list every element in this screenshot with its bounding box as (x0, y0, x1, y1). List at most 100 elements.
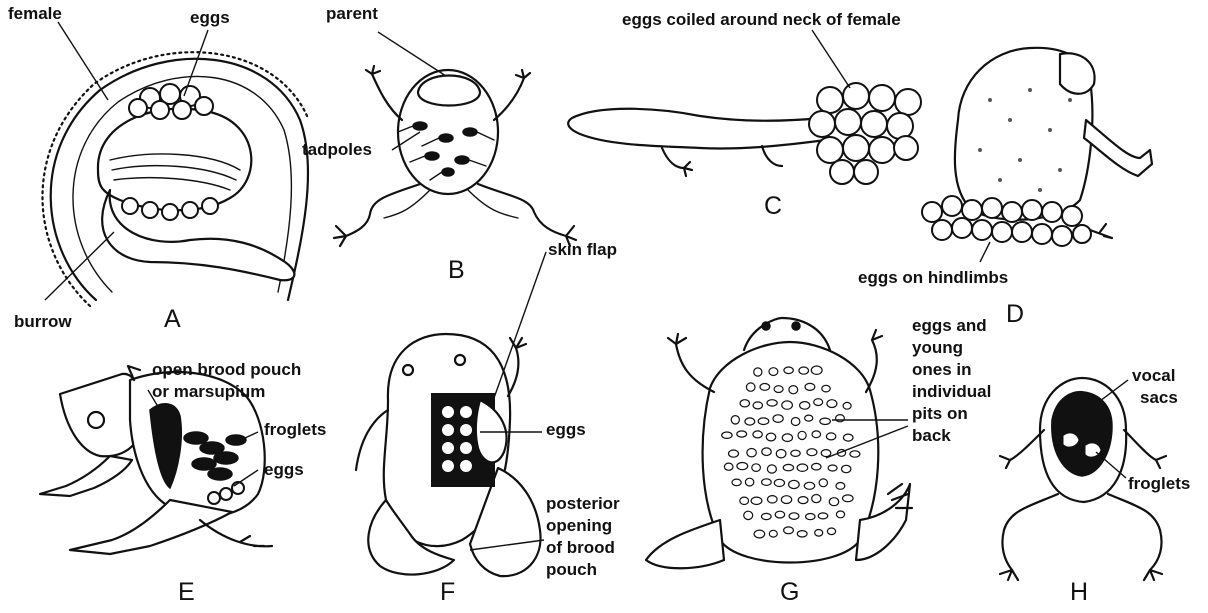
parent-leg-outline-right (468, 190, 518, 218)
label-burrow: burrow (14, 312, 72, 332)
egg-pit (774, 479, 784, 486)
salamander-body (568, 109, 826, 149)
egg-pit (781, 496, 791, 504)
label-eggs-e: eggs (264, 460, 304, 480)
egg-pit (774, 386, 783, 393)
egg-pit (782, 401, 793, 409)
egg-pit (798, 431, 806, 439)
egg-pit (784, 527, 794, 534)
egg-pit (822, 385, 830, 392)
egg-pit (746, 383, 755, 391)
label-pits-line4: individual (912, 382, 991, 402)
panel-letter-h: H (1070, 578, 1088, 607)
egg-pit (797, 464, 808, 471)
parent-frog-head (418, 76, 480, 106)
label-pits-line5: pits on (912, 404, 968, 424)
frog-h-hindlimb-left (1000, 494, 1058, 580)
label-pits-line3: ones in (912, 360, 972, 380)
egg-pit (821, 450, 831, 457)
egg-pit (767, 465, 776, 473)
egg-pit (760, 384, 770, 391)
label-skin-flap: skin flap (548, 240, 617, 260)
frog-e-eye (88, 412, 104, 428)
frog-g-hindlimb-left (646, 520, 724, 568)
egg-pit (745, 478, 753, 486)
label-eggs-a: eggs (190, 8, 230, 28)
frog-g-eye-right (792, 322, 800, 330)
female-body-coil (98, 109, 251, 211)
panel-f-drawing (356, 252, 546, 576)
frog-d-forelimb (1084, 120, 1152, 176)
egg-pit (784, 367, 793, 374)
label-pits-line1: eggs and (912, 316, 987, 336)
frog-h-forelimb-right (1124, 430, 1166, 468)
label-pits-line6: back (912, 426, 951, 446)
egg-pit (819, 479, 827, 487)
label-eggs-f: eggs (546, 420, 586, 440)
egg-pit (776, 450, 786, 458)
egg-pit (805, 383, 815, 390)
egg-pit (811, 366, 822, 374)
frog-d-hindfoot (1090, 224, 1112, 238)
egg-pit (812, 463, 821, 470)
egg-pit (783, 464, 793, 470)
egg-pit (754, 530, 765, 538)
egg-pit (818, 513, 827, 519)
salamander-hindleg (762, 146, 782, 166)
panel-letter-f: F (440, 578, 455, 607)
label-tadpoles: tadpoles (302, 140, 372, 160)
parent-leader-line (378, 32, 446, 76)
egg-pit (769, 530, 777, 537)
egg-pit (758, 418, 769, 425)
egg-pit (745, 418, 755, 425)
frog-g-forelimb-left (668, 334, 714, 392)
panel-a-drawing (42, 22, 308, 306)
frog-e-foot (200, 520, 272, 546)
egg-pit (820, 418, 831, 424)
egg-pit (762, 448, 771, 456)
egg-pit (842, 465, 851, 472)
panel-letter-d: D (1006, 300, 1024, 329)
egg-pit (805, 415, 813, 421)
eggs-neck-leader-line (812, 30, 850, 88)
egg-pit (836, 483, 845, 490)
egg-pit (843, 495, 854, 502)
egg-pit (798, 497, 808, 504)
female-leader-line (58, 22, 108, 100)
parent-hindlimb-right (478, 184, 576, 246)
egg-pit (729, 450, 739, 457)
frog-f-forelimb-right (508, 338, 526, 396)
parent-forelimb-right (494, 70, 530, 120)
label-vocal-line2: sacs (1140, 388, 1178, 408)
egg-pit (769, 368, 778, 376)
egg-pit (807, 449, 817, 456)
panel-letter-b: B (448, 256, 465, 285)
egg-pit (850, 451, 860, 457)
label-opening-line3: of brood (546, 538, 615, 558)
egg-pit (737, 431, 747, 437)
egg-pit (747, 449, 756, 457)
burrow-leader-line (45, 232, 114, 300)
egg-pit (753, 402, 762, 409)
egg-pit (768, 496, 778, 503)
frog-h-hindlimb-right (1108, 494, 1162, 580)
egg-pit (791, 418, 800, 426)
egg-pit (791, 450, 800, 456)
egg-pit (767, 400, 777, 406)
parent-forelimb-left (366, 66, 402, 120)
egg-pit (843, 402, 851, 409)
frog-d-head (1060, 53, 1095, 94)
label-female: female (8, 4, 62, 24)
frog-h-forelimb-left (1000, 430, 1044, 468)
label-pits-line2: young (912, 338, 963, 358)
egg-pit (843, 434, 853, 441)
egg-pit (836, 415, 845, 422)
label-parent: parent (326, 4, 378, 24)
egg-pit (751, 497, 762, 504)
frog-e-forelimb (40, 456, 132, 496)
panel-letter-c: C (764, 192, 782, 221)
egg-pit (827, 400, 837, 408)
panel-letter-a: A (164, 305, 181, 334)
panel-letter-e: E (178, 578, 195, 607)
label-froglets-h: froglets (1128, 474, 1190, 494)
